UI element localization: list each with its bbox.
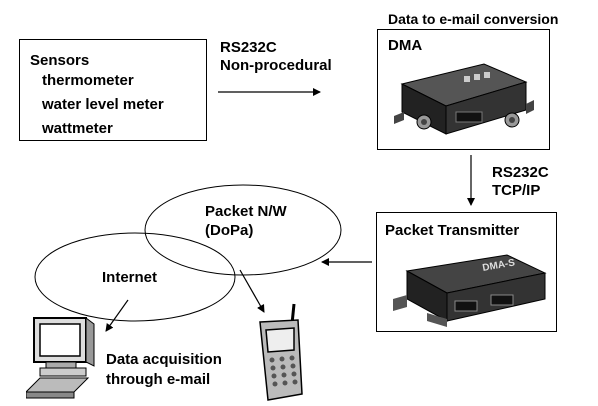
computer-icon: [26, 317, 95, 399]
sensor-item-thermometer: thermometer: [42, 72, 134, 89]
dma-title: DMA: [388, 37, 423, 54]
internet-ellipse: [34, 232, 236, 322]
sensor-item-wattmeter: wattmeter: [42, 120, 113, 137]
link1-mode: Non-procedural: [220, 57, 332, 74]
sensors-box: Sensors thermometer water level meter wa…: [19, 39, 207, 141]
sensors-title: Sensors: [30, 52, 90, 69]
sensor-item-water-level-meter: water level meter: [42, 96, 164, 113]
client-caption-line2: through e-mail: [106, 371, 211, 388]
internet-label: Internet: [102, 269, 158, 286]
arrow-packet-nw-to-phone: [239, 269, 265, 313]
arrow-internet-to-pc: [105, 299, 129, 332]
packet-transmitter-box: Packet Transmitter DMA-S: [376, 212, 557, 332]
dma-device-image: [394, 63, 534, 135]
client-caption-line1: Data acquisition: [106, 351, 222, 368]
packet-nw-sublabel: (DoPa): [205, 222, 254, 239]
packet-transmitter-title: Packet Transmitter: [385, 222, 520, 239]
dma-caption: Data to e-mail conversion: [388, 11, 559, 27]
link1-protocol: RS232C: [220, 39, 277, 56]
link2-transport: TCP/IP: [492, 182, 541, 199]
link2-protocol: RS232C: [492, 164, 549, 181]
mobile-phone-icon: [259, 303, 303, 401]
packet-nw-label: Packet N/W: [205, 203, 287, 220]
packet-transmitter-device-image: DMA-S: [393, 254, 547, 327]
dma-box: DMA: [377, 29, 550, 150]
